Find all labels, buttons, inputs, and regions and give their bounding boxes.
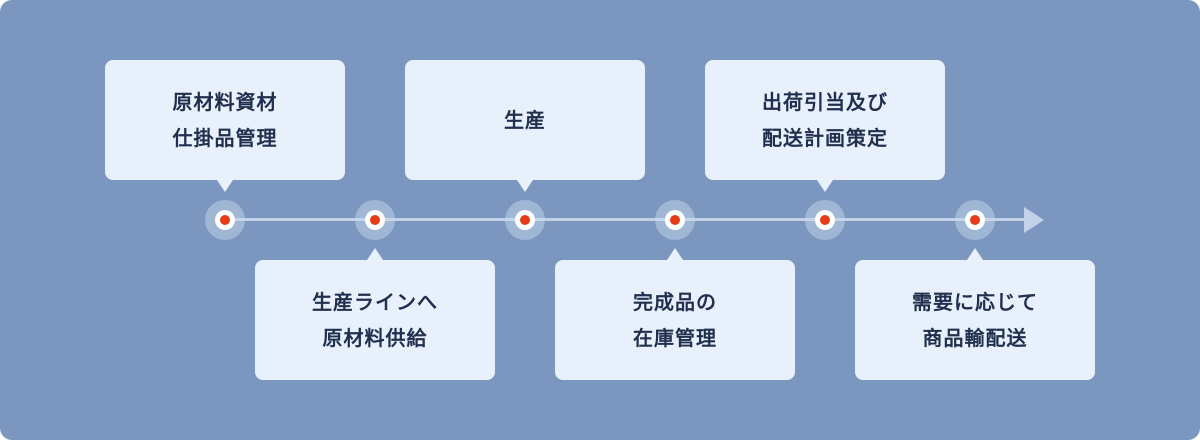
step-6-line-1: 需要に応じて: [912, 290, 1038, 314]
timeline-arrowhead: [1024, 207, 1044, 233]
step-1-line-1: 原材料資材: [172, 90, 278, 114]
timeline-node-2: [355, 200, 395, 240]
timeline-node-1: [205, 200, 245, 240]
timeline-node-4: [655, 200, 695, 240]
step-4-line-1: 完成品の: [633, 290, 717, 314]
timeline-node-6: [955, 200, 995, 240]
step-2-line-1: 生産ラインへ: [312, 290, 438, 314]
step-5-line-2: 配送計画策定: [762, 126, 888, 150]
step-4-line-2: 在庫管理: [633, 326, 717, 350]
step-bubble-5: 出荷引当及び 配送計画策定: [705, 60, 945, 192]
step-6-line-2: 商品輸配送: [922, 326, 1028, 350]
step-bubble-2: 生産ラインへ 原材料供給: [255, 248, 495, 380]
step-3-line-1: 生産: [504, 108, 546, 132]
step-bubble-6: 需要に応じて 商品輸配送: [855, 248, 1095, 380]
step-bubble-3: 生産: [405, 60, 645, 192]
timeline-line: [225, 218, 1025, 221]
timeline-node-3: [505, 200, 545, 240]
step-2-line-2: 原材料供給: [322, 326, 428, 350]
step-1-line-2: 仕掛品管理: [172, 126, 278, 150]
step-bubble-1: 原材料資材 仕掛品管理: [105, 60, 345, 192]
step-bubble-4: 完成品の 在庫管理: [555, 248, 795, 380]
step-5-line-1: 出荷引当及び: [762, 90, 888, 114]
timeline-node-5: [805, 200, 845, 240]
